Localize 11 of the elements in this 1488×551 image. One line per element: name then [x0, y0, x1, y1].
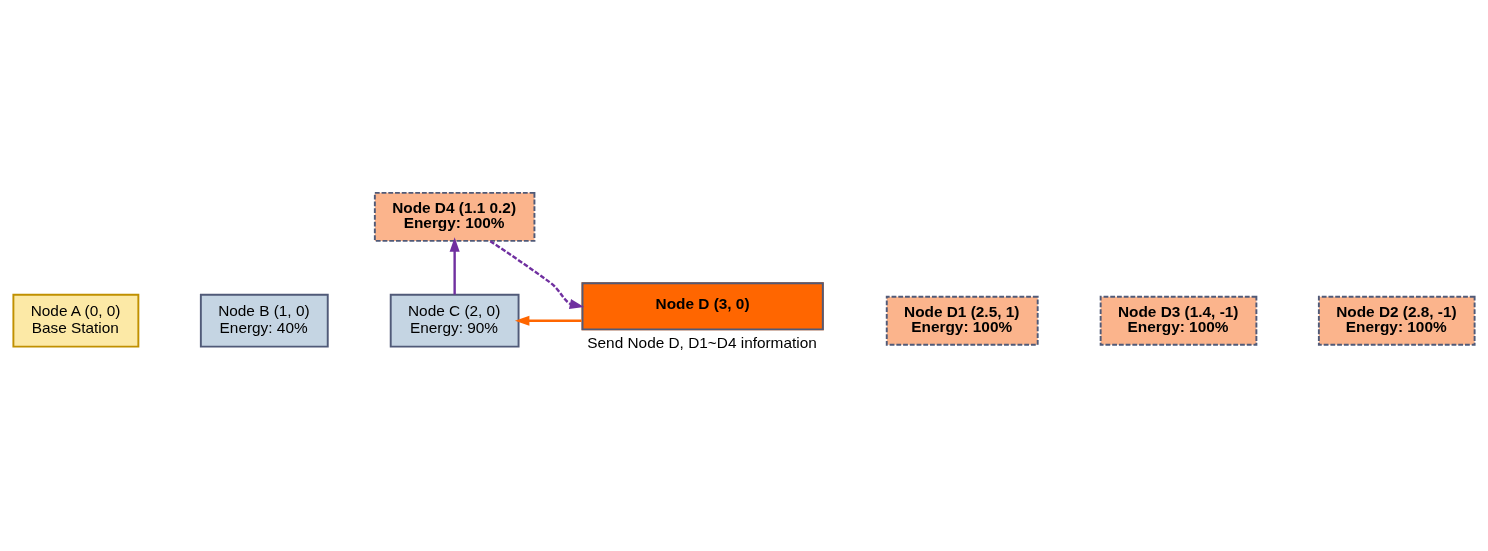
- node-box: Node D1 (2.5, 1) Energy: 100%: [885, 295, 1039, 346]
- arrow: [449, 236, 460, 295]
- node-label: Send Node D, D1~D4 information: [587, 333, 817, 351]
- node-box: Node D2 (2.8, -1) Energy: 100%: [1317, 295, 1476, 346]
- node-box: Node C (2, 0) Energy: 90%: [389, 293, 520, 348]
- node-box: Node A (0, 0) Base Station: [12, 293, 140, 348]
- arrow: [489, 239, 585, 309]
- arrow: [514, 315, 582, 326]
- node-box: Node D3 (1.4, -1) Energy: 100%: [1099, 295, 1258, 346]
- node-box: Node D4 (1.1 0.2) Energy: 100%: [373, 191, 536, 242]
- node-box: Node B (1, 0) Energy: 40%: [199, 293, 329, 348]
